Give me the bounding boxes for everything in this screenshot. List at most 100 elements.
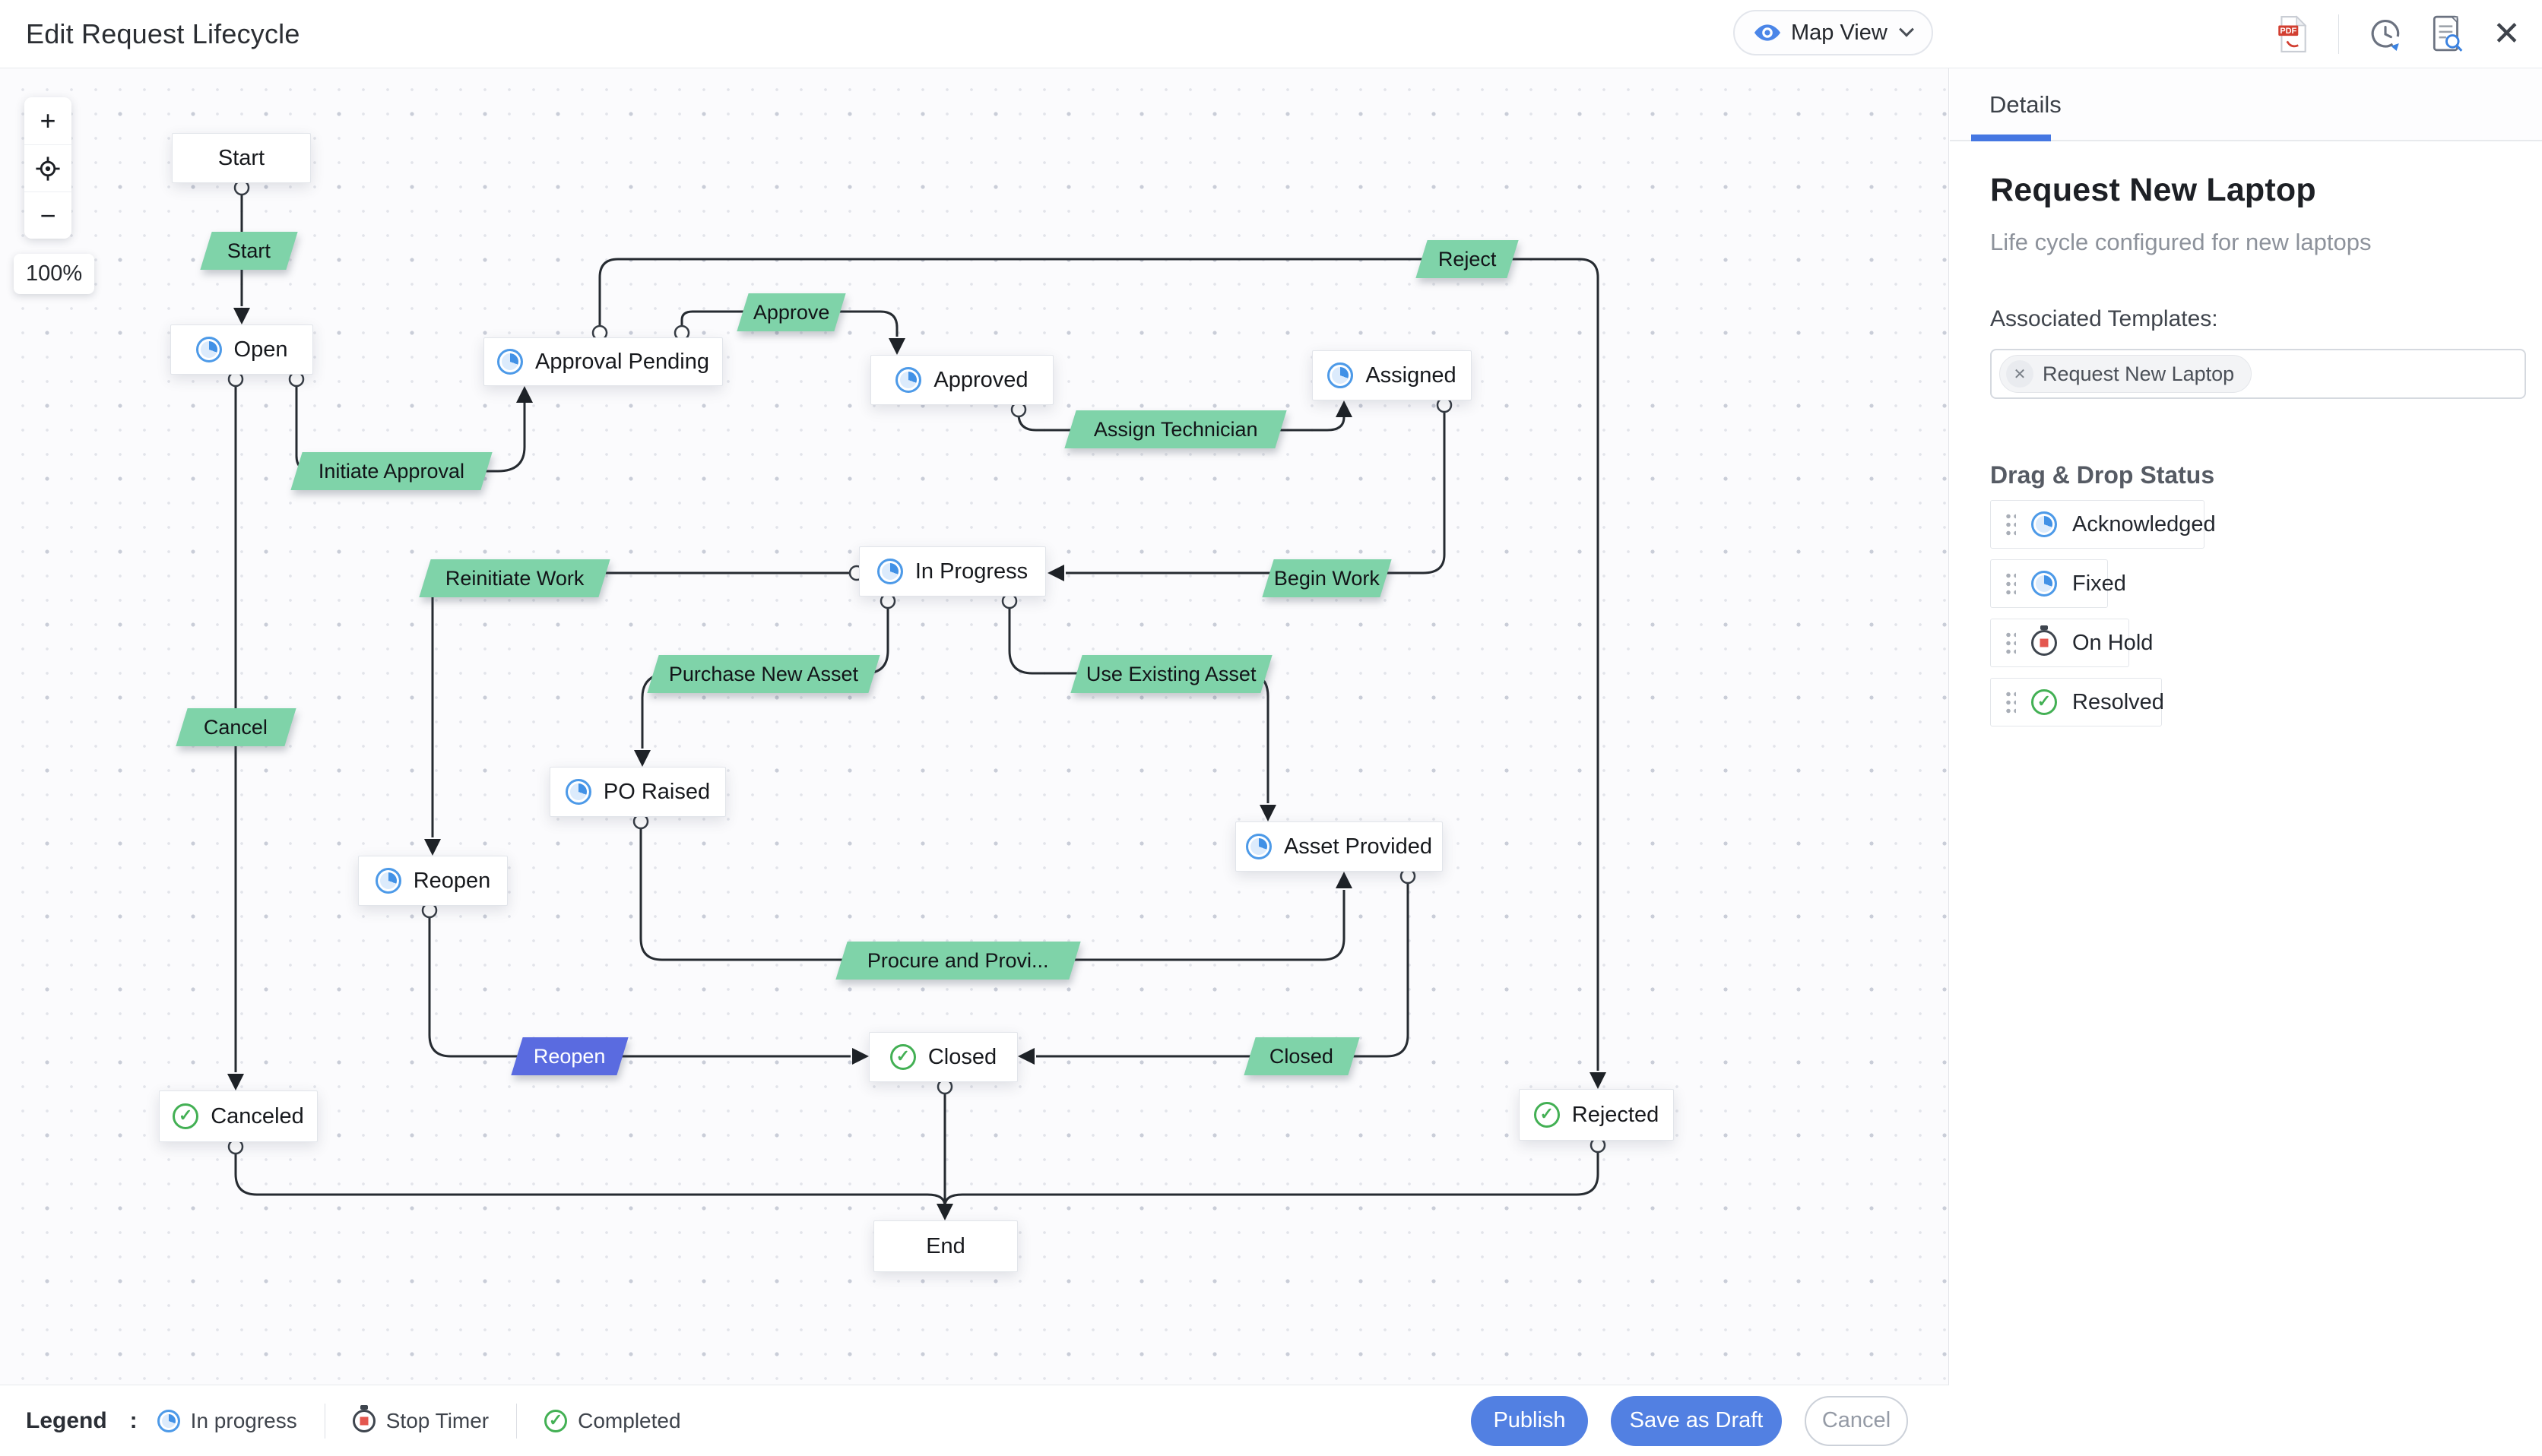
associated-templates-input[interactable]: ✕ Request New Laptop (1990, 349, 2526, 399)
save-as-draft-button[interactable]: Save as Draft (1611, 1395, 1782, 1446)
chevron-down-icon (1898, 21, 1914, 37)
in-progress-icon (2031, 571, 2057, 597)
transition-label: Cancel (204, 715, 268, 739)
map-view-selector[interactable]: Map View (1733, 10, 1933, 55)
lifecycle-subtitle: Life cycle configured for new laptops (1990, 229, 2372, 255)
transition-label: Start (227, 239, 271, 262)
status-label: Acknowledged (2072, 511, 2216, 537)
history-icon[interactable] (2368, 17, 2403, 52)
eye-icon (1754, 24, 1780, 41)
transition-label: Assign Technician (1093, 417, 1258, 441)
transition-approve[interactable]: Approve (737, 293, 846, 331)
node-reopen[interactable]: Reopen (358, 856, 508, 906)
in-progress-icon (2031, 511, 2057, 537)
template-chip-label: Request New Laptop (2043, 362, 2235, 385)
node-label: End (926, 1233, 965, 1258)
transition-initiate-approval[interactable]: Initiate Approval (290, 452, 493, 490)
transition-label: Procure and Provi... (867, 948, 1049, 972)
node-end[interactable]: End (873, 1220, 1018, 1272)
transition-begin-work[interactable]: Begin Work (1262, 559, 1392, 597)
zoom-level-badge: 100% (14, 254, 95, 294)
in-progress-icon (895, 367, 922, 393)
drag-handle-icon[interactable] (2005, 631, 2016, 655)
active-tab-indicator (1971, 135, 2051, 141)
in-progress-icon (375, 868, 401, 894)
close-icon[interactable]: ✕ (2493, 15, 2521, 52)
transition-label: Purchase New Asset (668, 662, 859, 685)
transition-start[interactable]: Start (200, 232, 298, 270)
node-label: Approved (933, 367, 1029, 392)
node-start[interactable]: Start (172, 133, 311, 183)
node-open[interactable]: Open (170, 324, 313, 375)
node-assigned[interactable]: Assigned (1312, 350, 1472, 400)
drag-handle-icon[interactable] (2005, 690, 2016, 714)
legend-colon: : (129, 1407, 138, 1433)
node-label: Assigned (1365, 362, 1456, 388)
zoom-in-button[interactable]: + (24, 97, 71, 144)
in-progress-icon (497, 349, 524, 375)
node-rejected[interactable]: Rejected (1519, 1089, 1674, 1141)
legend-item-in-progress: In progress (157, 1409, 297, 1433)
remove-template-icon[interactable]: ✕ (2006, 360, 2033, 388)
node-approval-pending[interactable]: Approval Pending (483, 337, 723, 386)
transition-purchase-new-asset[interactable]: Purchase New Asset (647, 655, 880, 693)
node-label: Asset Provided (1283, 834, 1433, 859)
node-label: Open (233, 337, 288, 362)
node-label: In Progress (914, 559, 1029, 584)
zoom-out-button[interactable]: − (24, 191, 71, 239)
transition-label: Approve (753, 300, 830, 324)
legend-title: Legend (26, 1407, 107, 1433)
in-progress-icon (876, 559, 903, 584)
sidebar-content: Request New Laptop Life cycle configured… (1950, 141, 2542, 726)
transition-reject[interactable]: Reject (1415, 240, 1519, 278)
tab-details[interactable]: Details (1989, 91, 2062, 118)
transition-reinitiate-work[interactable]: Reinitiate Work (419, 559, 610, 597)
transition-label: Reopen (534, 1044, 606, 1068)
drag-drop-heading: Drag & Drop Status (1990, 461, 2215, 489)
export-pdf-icon[interactable]: PDF (2276, 15, 2309, 53)
transition-label: Begin Work (1273, 566, 1380, 590)
legend: Legend : In progress Stop Timer Complete… (26, 1403, 681, 1439)
transition-closed[interactable]: Closed (1244, 1037, 1360, 1075)
transition-assign-technician[interactable]: Assign Technician (1064, 410, 1287, 448)
drag-handle-icon[interactable] (2005, 512, 2016, 537)
node-po-raised[interactable]: PO Raised (550, 767, 726, 817)
map-view-label: Map View (1791, 20, 1887, 45)
page-title: Edit Request Lifecycle (26, 17, 300, 49)
node-label: PO Raised (603, 779, 711, 804)
draggable-status-acknowledged[interactable]: Acknowledged (1990, 500, 2216, 549)
sidebar-tabbar: Details (1950, 68, 2542, 141)
draggable-status-on-hold[interactable]: On Hold (1990, 619, 2153, 667)
node-canceled[interactable]: Canceled (159, 1090, 318, 1142)
header: Edit Request Lifecycle Map View PDF ✕ (0, 0, 2542, 68)
recenter-button[interactable] (24, 144, 71, 191)
drag-handle-icon[interactable] (2005, 571, 2016, 596)
associated-templates-label: Associated Templates: (1990, 306, 2218, 331)
transition-label: Reject (1437, 247, 1497, 271)
node-in-progress[interactable]: In Progress (859, 546, 1046, 597)
audit-document-icon[interactable] (2432, 15, 2464, 53)
transition-label: Use Existing Asset (1086, 662, 1257, 685)
publish-button[interactable]: Publish (1471, 1395, 1588, 1446)
status-label: Resolved (2072, 689, 2164, 714)
node-asset-provided[interactable]: Asset Provided (1235, 821, 1443, 872)
node-approved[interactable]: Approved (870, 355, 1054, 405)
legend-label: Completed (578, 1408, 681, 1432)
divider (516, 1403, 518, 1439)
node-label: Closed (927, 1044, 997, 1069)
transition-use-existing-asset[interactable]: Use Existing Asset (1070, 655, 1273, 693)
transition-label: Initiate Approval (318, 459, 465, 483)
cancel-button[interactable]: Cancel (1805, 1395, 1908, 1446)
completed-icon (544, 1409, 568, 1432)
template-chip: ✕ Request New Laptop (1999, 355, 2252, 393)
transition-cancel[interactable]: Cancel (176, 708, 296, 746)
draggable-status-resolved[interactable]: Resolved (1990, 678, 2164, 726)
transition-reopen[interactable]: Reopen (511, 1037, 629, 1075)
status-label: On Hold (2072, 630, 2154, 655)
in-progress-icon (157, 1409, 180, 1432)
node-closed[interactable]: Closed (869, 1032, 1018, 1082)
transition-procure-and-provision[interactable]: Procure and Provi... (835, 942, 1081, 980)
draggable-status-fixed[interactable]: Fixed (1990, 559, 2126, 608)
completed-icon (173, 1103, 199, 1129)
